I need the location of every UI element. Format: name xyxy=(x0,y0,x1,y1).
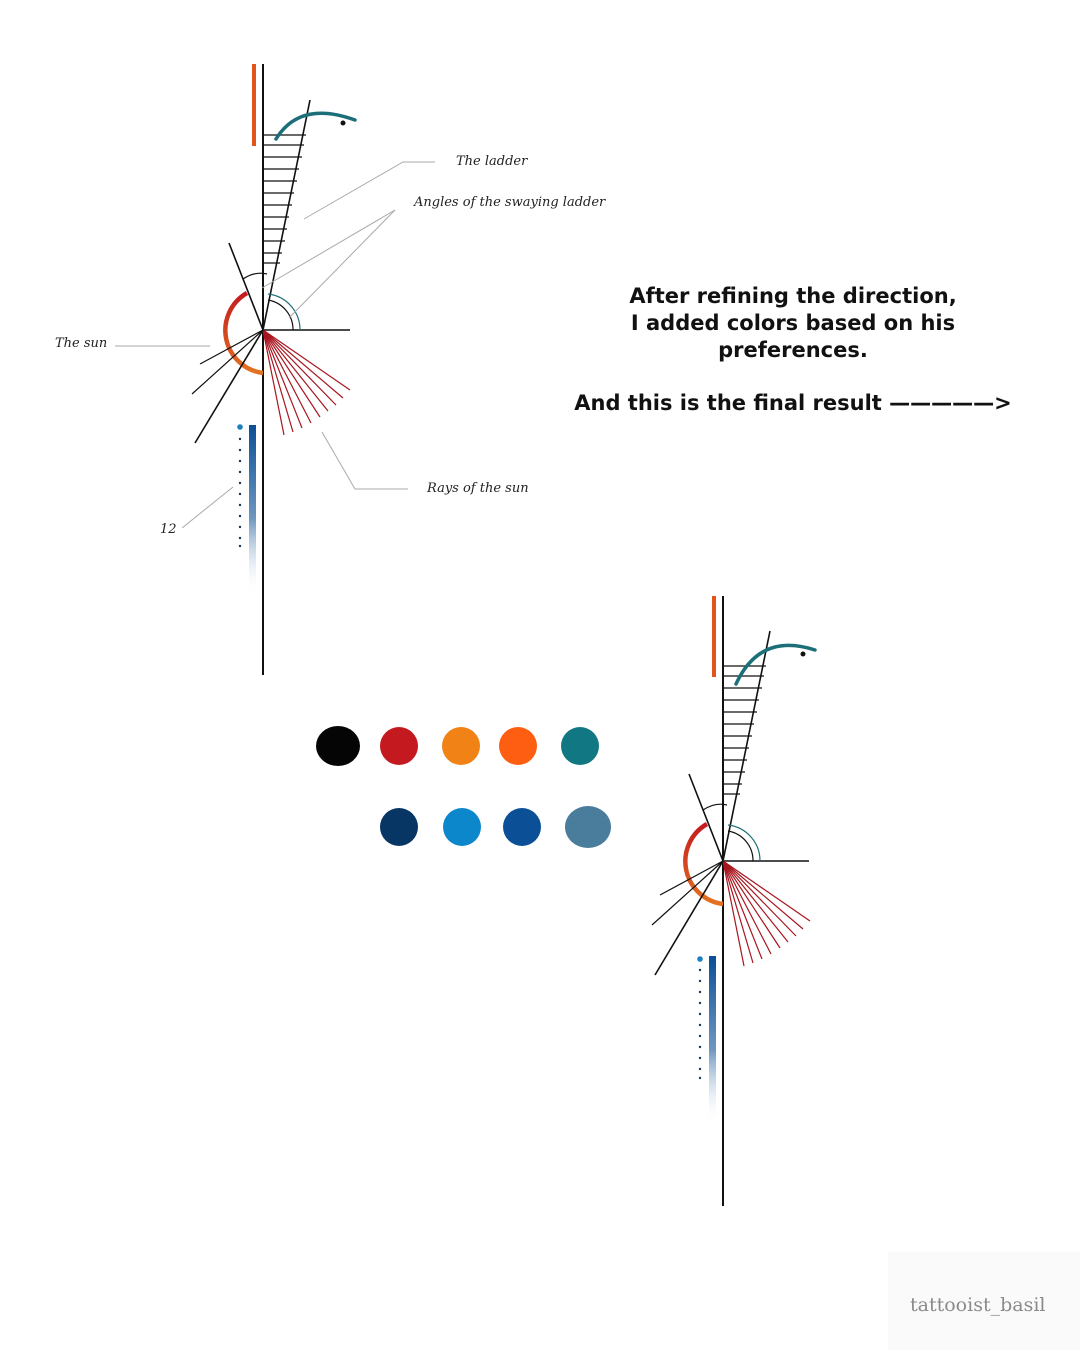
label-rays: Rays of the sun xyxy=(427,481,529,496)
color-swatch xyxy=(380,808,418,846)
color-swatch xyxy=(565,806,611,848)
arc-dot xyxy=(340,120,346,126)
teal-arc xyxy=(274,111,357,141)
angle-arc-outer xyxy=(267,293,301,331)
label-sun: The sun xyxy=(55,336,108,351)
angle-arc-inner xyxy=(727,830,754,862)
arc-dot xyxy=(800,651,806,657)
leader-ladder xyxy=(303,161,435,220)
angle-arc-outer xyxy=(727,824,761,862)
angle-arc-inner xyxy=(267,299,294,331)
sway-line-upper xyxy=(228,242,264,331)
diagonal-line-short xyxy=(659,860,724,896)
color-swatch xyxy=(443,808,481,846)
label-twelve: 12 xyxy=(160,522,177,537)
watermark-text: tattooist_basil xyxy=(910,1294,1046,1316)
palette-row-1 xyxy=(316,726,599,766)
sun-rays xyxy=(262,329,351,436)
color-swatch xyxy=(380,727,418,765)
ladder-rail xyxy=(722,630,771,862)
orange-bar xyxy=(712,596,716,677)
annotation-leaders xyxy=(115,161,435,529)
gradient-bar xyxy=(249,425,256,595)
leader-rays xyxy=(321,431,408,490)
headline-line-2: I added colors based on his preferences. xyxy=(630,311,956,362)
diagonal-line-mid xyxy=(651,860,724,926)
headline-line-3: And this is the final result —————> xyxy=(574,391,1012,415)
sway-line-upper xyxy=(688,773,724,862)
sway-angle-arc xyxy=(242,272,268,280)
leader-angles-2 xyxy=(288,209,396,319)
sun-rays xyxy=(722,860,811,967)
ladder-rungs xyxy=(723,665,766,795)
color-swatch xyxy=(561,727,599,765)
label-ladder: The ladder xyxy=(456,154,528,169)
diagonal-line-mid xyxy=(191,329,264,395)
sway-angle-arc xyxy=(702,803,728,811)
color-swatch xyxy=(316,726,360,766)
leader-angles-1 xyxy=(261,209,396,289)
color-swatch xyxy=(503,808,541,846)
palette-row-2 xyxy=(380,806,611,848)
color-swatch xyxy=(499,727,537,765)
headline-text: After refining the direction, I added co… xyxy=(560,283,1026,417)
watermark-box: tattooist_basil xyxy=(888,1252,1080,1350)
label-ladder-angles: Angles of the swaying ladder xyxy=(414,195,606,210)
headline-line-1: After refining the direction, xyxy=(629,284,957,308)
dotted-column xyxy=(237,424,243,548)
diagonal-line-short xyxy=(199,329,264,365)
dotted-column xyxy=(697,956,703,1080)
ladder-rungs xyxy=(263,134,306,264)
leader-twelve xyxy=(181,486,234,529)
final-design xyxy=(651,596,817,1206)
orange-bar xyxy=(252,64,256,146)
gradient-bar xyxy=(709,956,716,1126)
color-swatch xyxy=(442,727,480,765)
ladder-rail xyxy=(262,99,311,331)
diagonal-line-long xyxy=(194,329,264,444)
teal-arc xyxy=(734,643,817,686)
diagonal-line-long xyxy=(654,860,724,976)
sun-arc xyxy=(683,822,724,907)
sketch-design xyxy=(191,64,357,675)
sun-arc xyxy=(223,291,264,376)
